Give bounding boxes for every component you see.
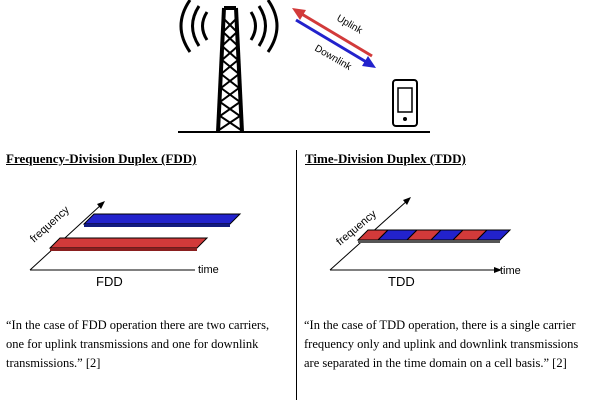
tdd-quote: “In the case of TDD operation, there is … [304,318,579,370]
uplink-arrow-icon [292,8,373,58]
tdd-diagram: frequency time [329,197,521,277]
fdd-frequency-arrowhead [97,201,105,209]
tdd-carrier-edge [358,240,500,243]
fdd-diagram-label: FDD [96,274,123,289]
tdd-time-label: time [500,265,521,277]
phone-icon [392,79,418,127]
uplink-label: Uplink [335,13,365,37]
fdd-heading: Frequency-Division Duplex (FDD) [6,151,197,166]
tower-lattice [218,17,242,131]
fdd-downlink-carrier-edge [84,224,230,227]
tdd-time-arrowhead [494,267,502,273]
tdd-carrier [356,229,512,241]
fdd-frequency-axis [29,203,103,271]
fdd-downlink-carrier [82,213,242,225]
fdd-uplink-carrier-edge [50,248,197,251]
fdd-diagram: frequency time [28,201,242,276]
fdd-quote: “In the case of FDD operation there are … [6,318,270,370]
top-illustration: Uplink Downlink [178,0,430,133]
fdd-uplink-carrier [48,237,209,249]
fdd-time-label: time [198,264,219,276]
tdd-heading: Time-Division Duplex (TDD) [305,151,466,166]
radio-waves-left [179,0,209,53]
downlink-arrow-icon [295,18,376,68]
downlink-label: Downlink [313,43,355,73]
tower-icon [216,6,244,133]
tdd-frequency-arrowhead [403,197,411,205]
radio-waves-right [249,0,279,53]
tdd-diagram-label: TDD [388,274,415,289]
section-divider [296,150,297,400]
